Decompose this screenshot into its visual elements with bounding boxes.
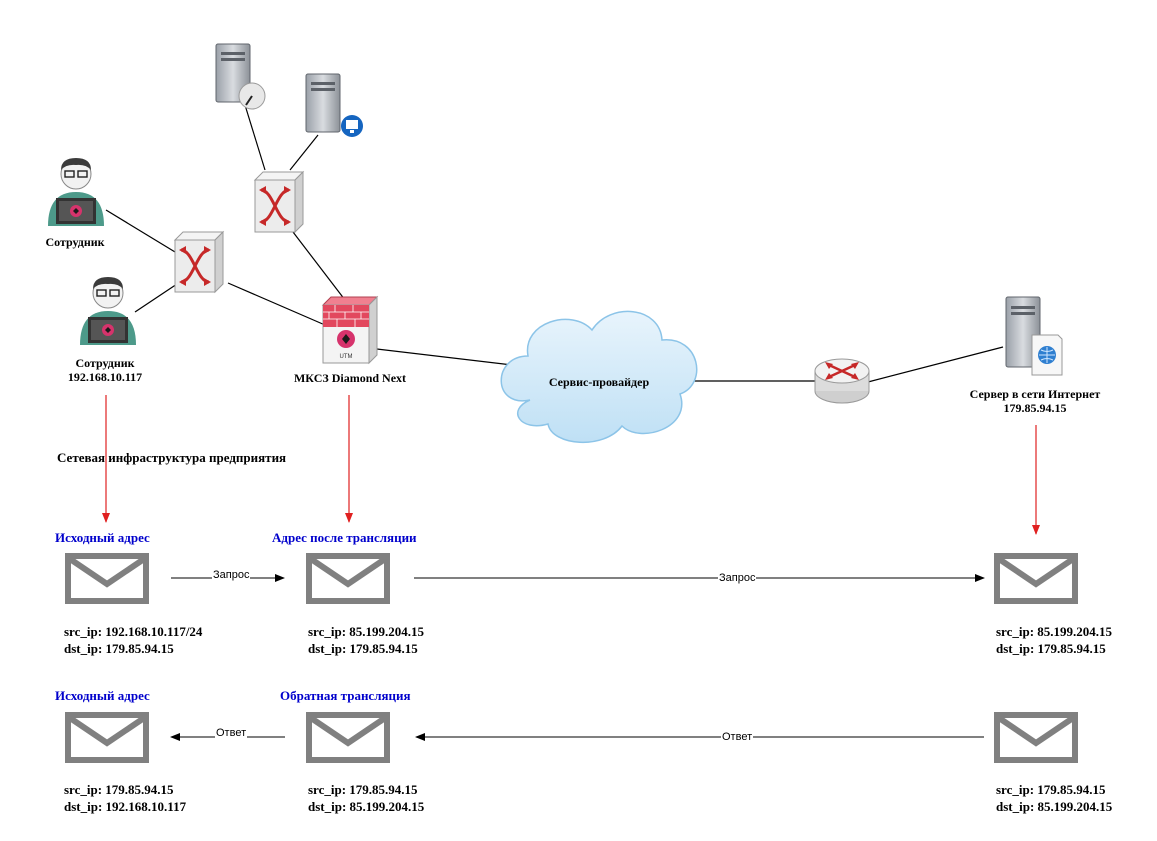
firewall-label: МКСЗ Diamond Next bbox=[293, 371, 407, 385]
envelope-icon bbox=[994, 712, 1078, 763]
link-switch2-firewall bbox=[292, 231, 346, 301]
src-ip: src_ip: 179.85.94.15 bbox=[996, 782, 1106, 797]
infrastructure-caption: Сетевая инфраструктура предприятия bbox=[57, 450, 287, 465]
envelope-icon bbox=[65, 712, 149, 763]
flow-arrows bbox=[170, 574, 985, 741]
src-ip: src_ip: 179.85.94.15 bbox=[64, 782, 174, 797]
response-translated-ips: src_ip: 179.85.94.15 dst_ip: 85.199.204.… bbox=[308, 781, 424, 815]
employee-2-ip: 192.168.10.117 bbox=[67, 370, 143, 384]
server-clock-icon bbox=[215, 43, 266, 110]
link-firewall-provider bbox=[376, 348, 513, 366]
switch-icon-core bbox=[253, 170, 305, 234]
dst-ip: dst_ip: 179.85.94.15 bbox=[996, 641, 1106, 656]
link-employee2-switch1 bbox=[134, 281, 181, 313]
employee-1-label: Сотрудник bbox=[45, 235, 105, 249]
src-ip: src_ip: 179.85.94.15 bbox=[308, 782, 418, 797]
dst-ip: dst_ip: 85.199.204.15 bbox=[996, 799, 1113, 814]
firewall-icon: UTM bbox=[321, 295, 379, 365]
request-arrow-label: Запрос bbox=[718, 572, 757, 584]
request-translated-heading: Адрес после трансляции bbox=[272, 530, 417, 545]
request-server-ips: src_ip: 85.199.204.15 dst_ip: 179.85.94.… bbox=[996, 623, 1112, 657]
request-source-ips: src_ip: 192.168.10.117/24 dst_ip: 179.85… bbox=[64, 623, 202, 657]
dst-ip: dst_ip: 179.85.94.15 bbox=[64, 641, 174, 656]
web-server-icon bbox=[1005, 296, 1063, 376]
envelope-icon bbox=[306, 553, 390, 604]
response-source-ips: src_ip: 179.85.94.15 dst_ip: 192.168.10.… bbox=[64, 781, 186, 815]
link-router-server bbox=[867, 346, 1004, 383]
firewall-badge: UTM bbox=[340, 354, 353, 360]
internet-server-ip: 179.85.94.15 bbox=[1003, 401, 1067, 415]
response-source-heading: Исходный адрес bbox=[55, 688, 150, 703]
link-server1-switch2 bbox=[244, 104, 266, 171]
internet-server-name: Сервер в сети Интернет bbox=[969, 387, 1101, 401]
red-arrows bbox=[102, 395, 1040, 535]
dst-ip: dst_ip: 192.168.10.117 bbox=[64, 799, 187, 814]
internet-server-label: Сервер в сети Интернет 179.85.94.15 bbox=[960, 387, 1110, 415]
cloud-icon bbox=[500, 310, 698, 444]
request-arrow-label: Запрос bbox=[212, 569, 251, 581]
src-ip: src_ip: 85.199.204.15 bbox=[308, 624, 425, 639]
server-monitor-icon bbox=[305, 73, 363, 137]
link-employee1-switch1 bbox=[105, 209, 181, 256]
link-switch1-firewall bbox=[227, 282, 326, 326]
link-server2-switch2 bbox=[289, 134, 319, 171]
response-translated-heading: Обратная трансляция bbox=[280, 688, 411, 703]
envelope-icon bbox=[994, 553, 1078, 604]
request-translated-ips: src_ip: 85.199.204.15 dst_ip: 179.85.94.… bbox=[308, 623, 424, 657]
switch-icon-access bbox=[173, 230, 225, 294]
employee-icon bbox=[48, 158, 104, 226]
dst-ip: dst_ip: 179.85.94.15 bbox=[308, 641, 418, 656]
router-icon bbox=[814, 358, 870, 404]
provider-label: Сервис-провайдер bbox=[548, 375, 650, 389]
employee-2-name: Сотрудник bbox=[75, 356, 135, 370]
network-links bbox=[105, 104, 1004, 383]
request-source-heading: Исходный адрес bbox=[55, 530, 150, 545]
envelope-icon bbox=[65, 553, 149, 604]
response-arrow-label: Ответ bbox=[721, 731, 754, 743]
response-arrow-label: Ответ bbox=[215, 727, 248, 739]
envelope-icon bbox=[306, 712, 390, 763]
src-ip: src_ip: 85.199.204.15 bbox=[996, 624, 1113, 639]
dst-ip: dst_ip: 85.199.204.15 bbox=[308, 799, 425, 814]
employee-icon bbox=[80, 277, 136, 345]
employee-2-label: Сотрудник 192.168.10.117 bbox=[50, 356, 160, 384]
response-server-ips: src_ip: 179.85.94.15 dst_ip: 85.199.204.… bbox=[996, 781, 1112, 815]
src-ip: src_ip: 192.168.10.117/24 bbox=[64, 624, 203, 639]
